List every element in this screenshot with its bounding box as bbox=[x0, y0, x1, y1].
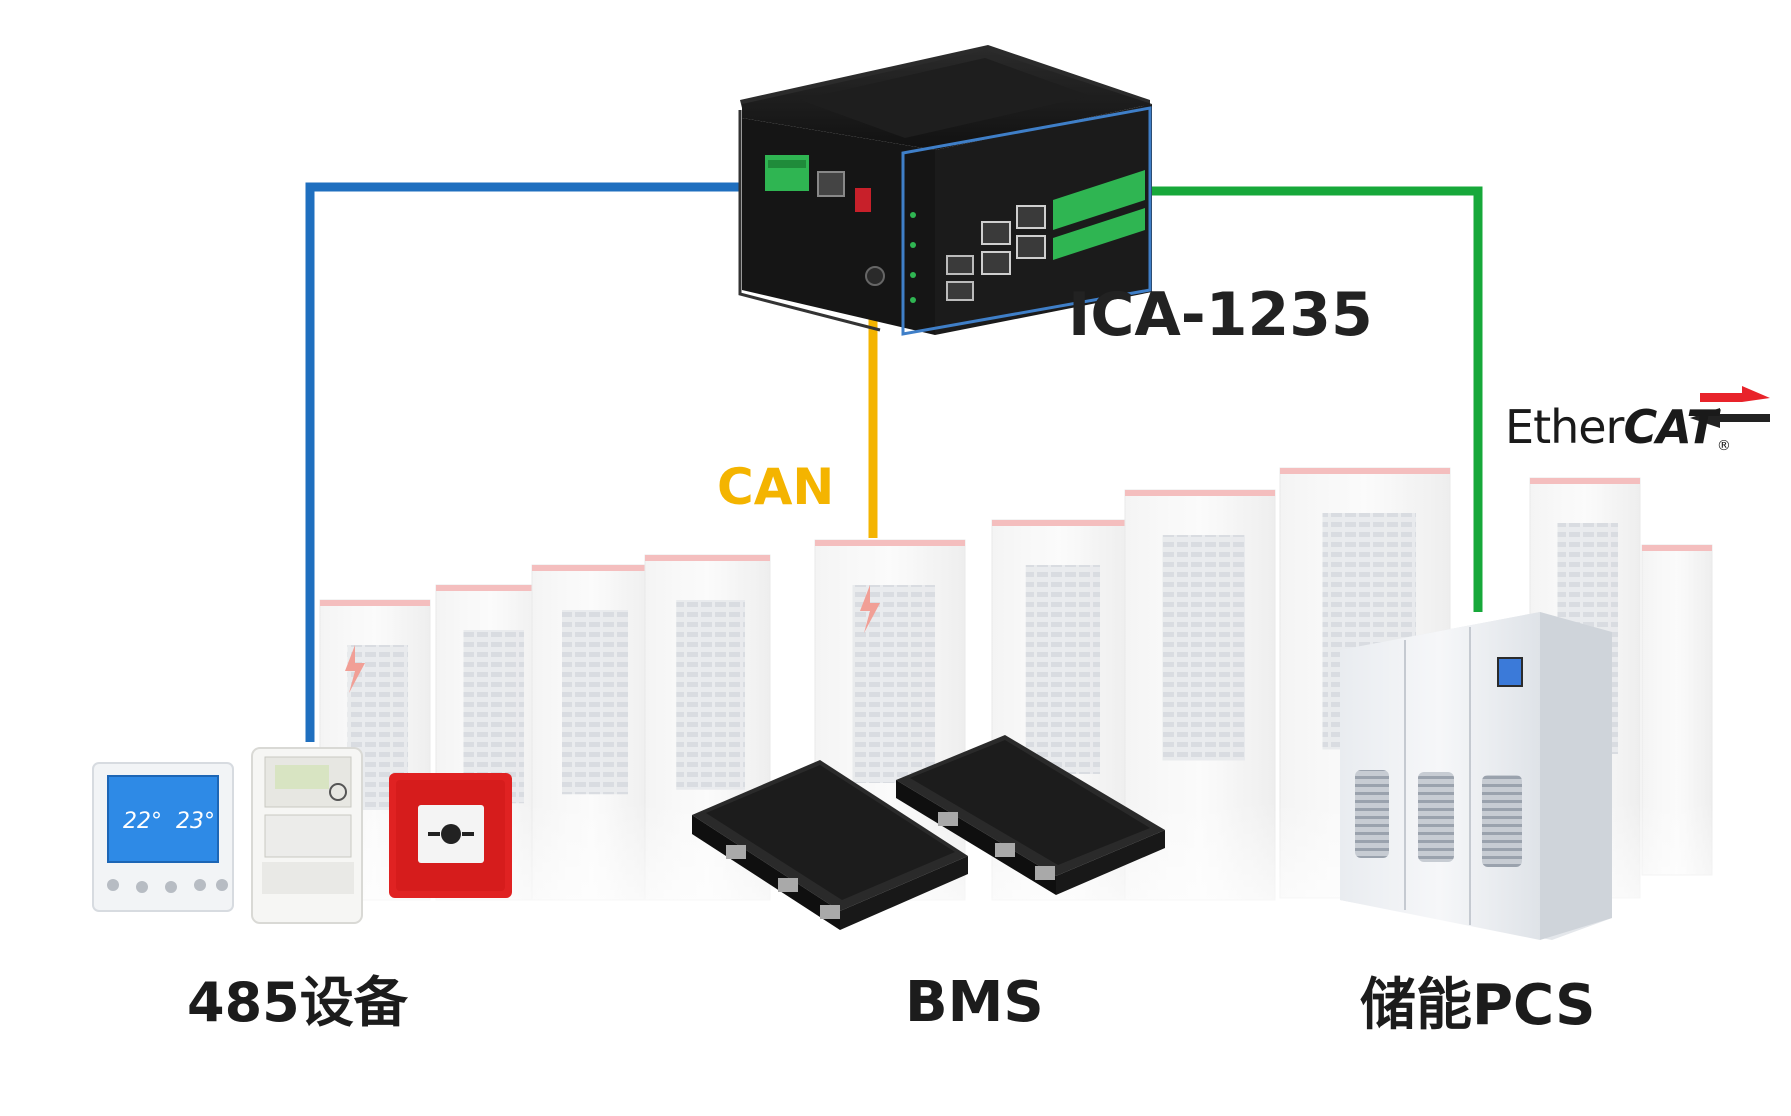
ethercat-registered-mark: ® bbox=[1716, 438, 1731, 454]
lightning-icon bbox=[345, 645, 365, 693]
lightning-icon bbox=[860, 585, 880, 633]
bms-unit-right-image bbox=[896, 735, 1165, 895]
battery-cabinet-accent bbox=[532, 565, 652, 571]
battery-cabinet-accent bbox=[1280, 468, 1450, 474]
svg-text:23°: 23° bbox=[176, 809, 215, 834]
battery-cabinet-accent bbox=[1530, 478, 1640, 484]
rs485-connection-line bbox=[305, 182, 741, 742]
battery-cabinet-accent bbox=[645, 555, 770, 561]
battery-cabinet-grille bbox=[1025, 565, 1100, 774]
battery-cabinet-grille bbox=[852, 585, 935, 783]
battery-cabinet-accent bbox=[1125, 490, 1275, 496]
battery-cabinet-accent bbox=[992, 520, 1127, 526]
energy-meter-image bbox=[251, 747, 363, 924]
gateway-model-label: ICA-1235 bbox=[1068, 280, 1373, 350]
ethercat-logo: EtherCAT® bbox=[1505, 400, 1731, 454]
battery-cabinet-accent bbox=[320, 600, 430, 606]
fire-alarm-button-image bbox=[389, 773, 512, 898]
ica-1235-gateway-image bbox=[738, 45, 1152, 336]
ethercat-arrow-icon bbox=[1690, 386, 1770, 428]
ethercat-connection-line bbox=[1143, 186, 1483, 612]
ethercat-logo-text-2: CAT bbox=[1623, 400, 1717, 454]
bms-unit-left-image bbox=[692, 760, 968, 930]
rs485-devices-label: 485设备 bbox=[187, 971, 408, 1034]
battery-cabinet-accent bbox=[436, 585, 546, 591]
battery-cabinet-accent bbox=[815, 540, 965, 546]
svg-text:22°: 22° bbox=[123, 809, 162, 834]
battery-cabinet-grille bbox=[1162, 535, 1245, 761]
thermostat-image: 22° 23° bbox=[92, 762, 234, 912]
pcs-label: 储能PCS bbox=[1360, 973, 1596, 1038]
pcs-cabinet-image bbox=[1340, 612, 1612, 940]
can-label: CAN bbox=[717, 458, 835, 516]
battery-cabinet-accent bbox=[1642, 545, 1712, 551]
bms-label: BMS bbox=[905, 970, 1044, 1035]
battery-cabinet-grille bbox=[562, 610, 628, 795]
battery-cabinet-grille bbox=[676, 600, 745, 790]
ethercat-logo-text-1: Ether bbox=[1505, 400, 1624, 454]
